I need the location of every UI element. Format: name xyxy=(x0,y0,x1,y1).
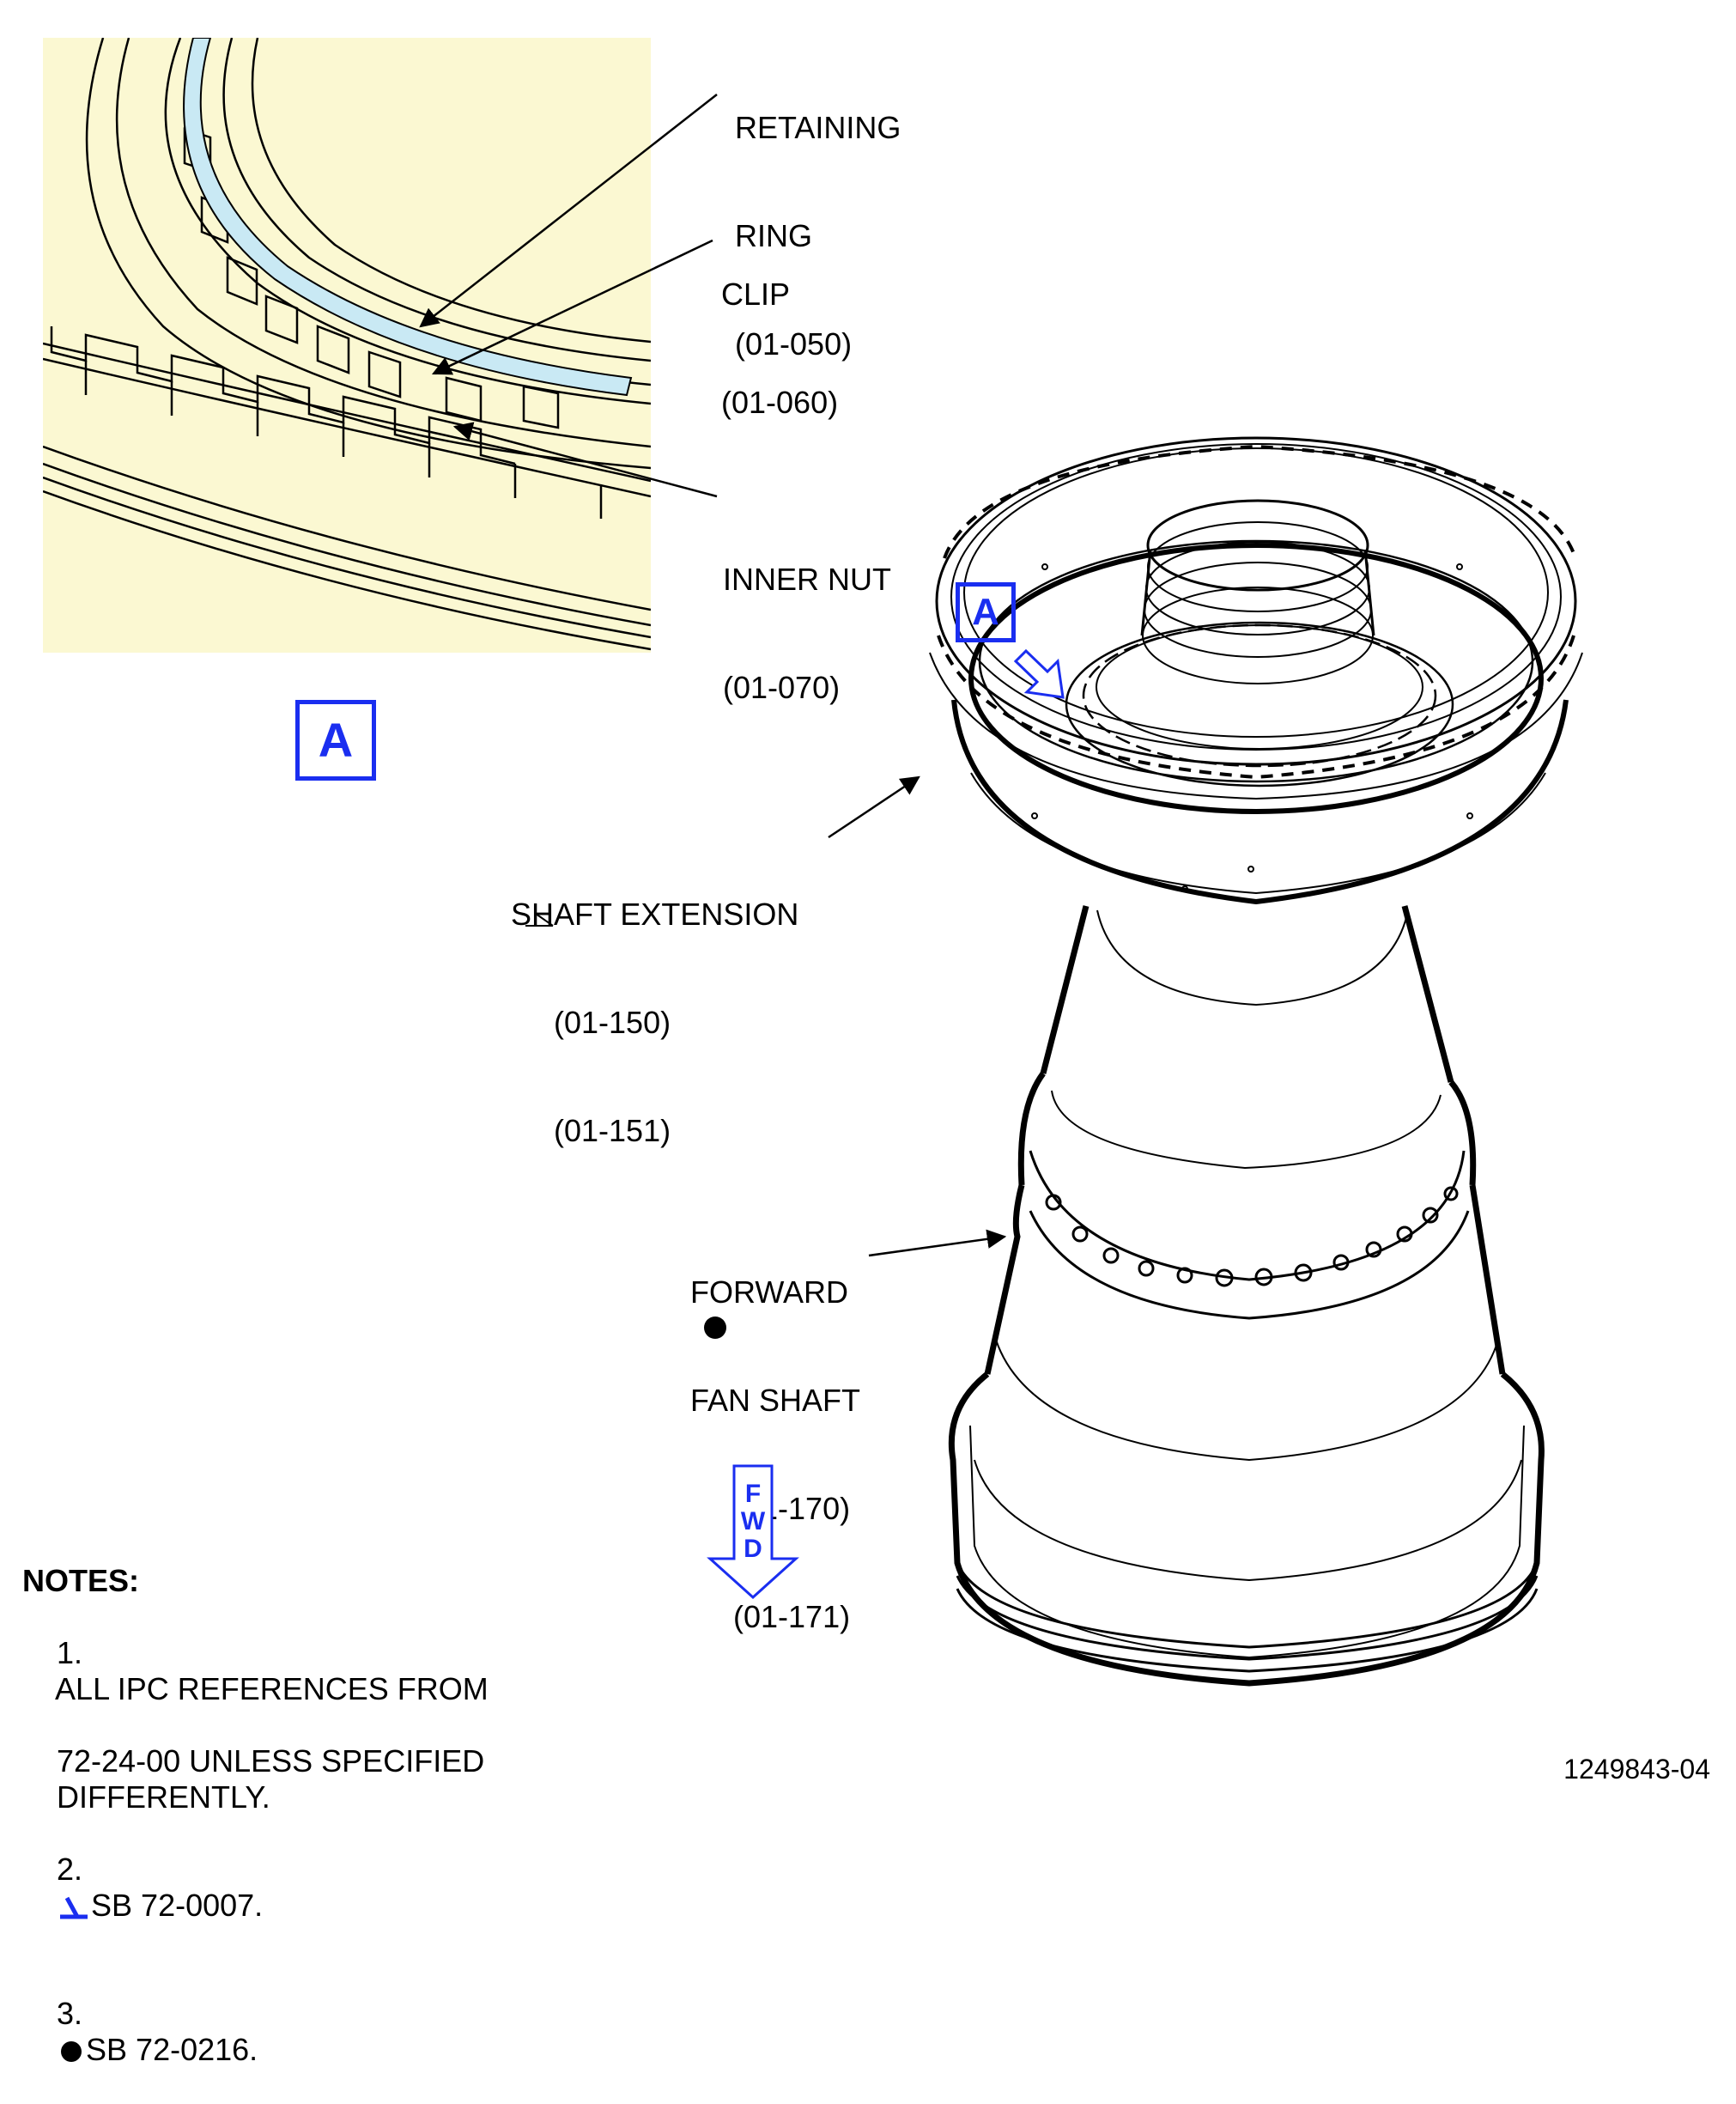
forward-fan-shaft-line1: FORWARD xyxy=(690,1274,848,1310)
shaft-assembly-drawing xyxy=(929,436,1583,1687)
fwd-arrow-icon xyxy=(707,1464,799,1600)
note-1-number: 1. xyxy=(57,1635,83,1670)
clip-line1: CLIP xyxy=(721,277,791,312)
shaft-extension-line1: SHAFT EXTENSION xyxy=(511,897,799,932)
shaft-extension-ref2: (01-151) xyxy=(554,1113,671,1148)
retaining-ring-line1: RETAINING xyxy=(735,110,901,145)
callout-clip: CLIP (01-060) xyxy=(721,204,838,457)
note-1-text-line3: DIFFERENTLY. xyxy=(57,1779,270,1815)
view-a-direction-arrow-icon xyxy=(1013,648,1065,699)
callout-retaining-ring: RETAINING RING (01-050) xyxy=(735,38,901,398)
detail-view-a xyxy=(43,38,651,653)
notes-title: NOTES: xyxy=(22,1563,140,1598)
note-2-number: 2. xyxy=(57,1852,83,1887)
callout-shaft-extension: SHAFT EXTENSION (01-150) (01-151) xyxy=(511,824,798,1185)
note-3-text: SB 72-0216. xyxy=(86,2032,258,2067)
leader-lines xyxy=(419,94,1007,1257)
retaining-ring-ref: (01-050) xyxy=(735,326,853,362)
forward-fan-shaft-ref2: (01-171) xyxy=(733,1599,851,1634)
note-2: 2. SB 72-0007. xyxy=(22,1815,489,1960)
note-3: 3. SB 72-0216. xyxy=(22,1960,489,2104)
main-view-a-label: A xyxy=(956,582,1016,642)
note-2-text: SB 72-0007. xyxy=(91,1888,264,1923)
fwd-letter-w: W xyxy=(740,1507,766,1535)
retaining-ring-line2: RING xyxy=(735,218,812,253)
sb-0216-marker-icon xyxy=(704,1317,726,1339)
shaft-extension-ref1: (01-150) xyxy=(554,1005,671,1040)
black-dot-icon xyxy=(61,2041,82,2063)
fwd-letter-d: D xyxy=(744,1535,762,1563)
forward-fan-shaft-line2: FAN SHAFT xyxy=(690,1383,861,1418)
inner-nut-ref: (01-070) xyxy=(723,670,841,705)
notes-block: NOTES: 1. ALL IPC REFERENCES FROM 72-24-… xyxy=(22,1563,489,2104)
inner-nut-line1: INNER NUT xyxy=(723,562,891,597)
note-3-number: 3. xyxy=(57,1996,83,2031)
note-1-line1: 1. ALL IPC REFERENCES FROM xyxy=(22,1599,489,1743)
fwd-direction-indicator: F W D xyxy=(706,1464,800,1602)
drawing-canvas xyxy=(43,38,1583,1687)
callout-inner-nut: INNER NUT (01-070) xyxy=(723,490,891,742)
clip-ref: (01-060) xyxy=(721,385,839,420)
note-1-text-line2: 72-24-00 UNLESS SPECIFIED xyxy=(57,1743,485,1779)
note-1-text-line1: ALL IPC REFERENCES FROM xyxy=(55,1671,489,1706)
blue-hook-icon xyxy=(60,1897,88,1919)
detail-a-label: A xyxy=(295,700,376,781)
sb-0007-marker-icon xyxy=(525,913,554,927)
fwd-letter-f: F xyxy=(744,1480,762,1508)
callout-forward-fan-shaft: FORWARD FAN SHAFT (01-170) (01-171) xyxy=(690,1202,860,1671)
figure-number: 1249843-04 xyxy=(1563,1754,1710,1785)
